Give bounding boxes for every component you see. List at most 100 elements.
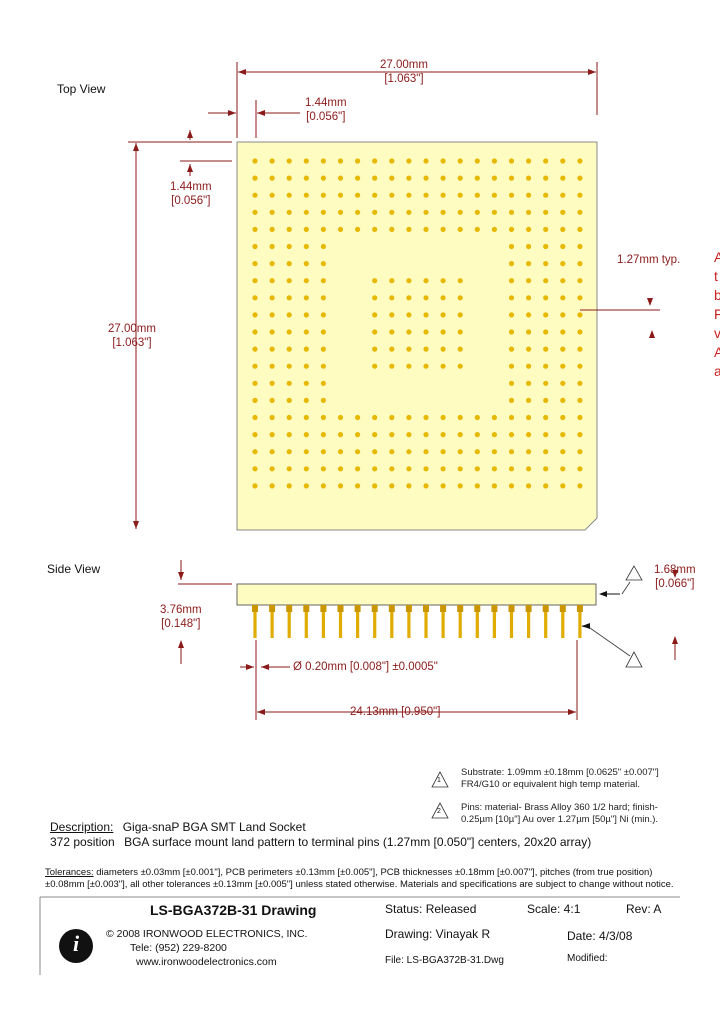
land-pad bbox=[406, 175, 412, 181]
thickness-arrow-bottom bbox=[672, 636, 678, 644]
land-pad bbox=[474, 226, 480, 232]
land-pad bbox=[423, 466, 429, 472]
land-pad bbox=[269, 295, 275, 301]
land-pad bbox=[543, 158, 549, 164]
land-pad bbox=[372, 432, 378, 438]
land-pad bbox=[423, 329, 429, 335]
land-pad bbox=[320, 483, 326, 489]
land-pad bbox=[577, 158, 583, 164]
land-pad bbox=[406, 483, 412, 489]
land-pad bbox=[269, 226, 275, 232]
phone-text: Tele: (952) 229-8200 bbox=[130, 942, 227, 954]
land-pad bbox=[303, 226, 309, 232]
land-pad bbox=[406, 363, 412, 369]
land-pad bbox=[303, 346, 309, 352]
land-pad bbox=[491, 226, 497, 232]
land-pad bbox=[491, 209, 497, 215]
width-mm: 27.00mm bbox=[380, 59, 428, 71]
land-pad bbox=[286, 466, 292, 472]
thickness-mm: 1.68mm bbox=[654, 564, 696, 576]
tolerances-line2: ±0.08mm [±0.003"], all other tolerances … bbox=[45, 879, 674, 890]
land-pad bbox=[286, 243, 292, 250]
land-pad bbox=[389, 295, 395, 301]
margin-letter: F bbox=[714, 306, 720, 322]
land-pad bbox=[508, 312, 515, 318]
land-pad bbox=[303, 209, 309, 215]
land-pad bbox=[303, 414, 309, 421]
modified-text: Modified: bbox=[567, 953, 608, 964]
land-pad bbox=[508, 192, 515, 198]
land-pad bbox=[269, 243, 275, 250]
pin-head bbox=[371, 605, 378, 612]
land-pad bbox=[508, 380, 515, 386]
land-pad bbox=[577, 226, 583, 232]
website-link[interactable]: www.ironwoodelectronics.com bbox=[136, 956, 277, 968]
land-pad bbox=[423, 363, 429, 369]
land-pad bbox=[286, 483, 292, 489]
land-pad bbox=[560, 346, 566, 352]
land-pad bbox=[269, 380, 275, 386]
right-margin-text: A t b F v A a bbox=[714, 248, 720, 381]
tolerances-line1: diameters ±0.03mm [±0.001"], PCB perimet… bbox=[96, 867, 653, 878]
copyright-text: © 2008 IRONWOOD ELECTRONICS, INC. bbox=[106, 928, 308, 940]
land-pad bbox=[423, 192, 429, 198]
land-pad bbox=[474, 158, 480, 164]
land-pad bbox=[440, 209, 446, 215]
land-pad bbox=[320, 226, 326, 232]
land-pad bbox=[303, 466, 309, 472]
land-pad bbox=[286, 312, 292, 318]
land-pad bbox=[474, 414, 480, 421]
land-pad bbox=[372, 312, 378, 318]
land-pad bbox=[337, 483, 344, 489]
pin-head bbox=[423, 605, 429, 612]
terminal-pin bbox=[356, 612, 360, 638]
land-pad bbox=[543, 243, 549, 250]
land-pad bbox=[269, 346, 275, 352]
land-pad bbox=[303, 329, 309, 335]
land-pad bbox=[491, 449, 497, 455]
land-pad bbox=[389, 449, 395, 455]
land-pad bbox=[457, 363, 463, 369]
land-pad bbox=[423, 346, 429, 352]
height-arrow-bottom bbox=[133, 521, 139, 529]
land-pad bbox=[577, 397, 583, 403]
pad-grid bbox=[252, 158, 583, 489]
land-pad bbox=[389, 278, 395, 284]
land-pad bbox=[372, 175, 378, 181]
land-pad bbox=[457, 312, 463, 318]
land-pad bbox=[286, 226, 292, 232]
land-pad bbox=[491, 192, 497, 198]
land-pad bbox=[577, 278, 583, 284]
land-pad bbox=[577, 295, 583, 301]
note2-marker: 2 bbox=[437, 808, 441, 815]
land-pad bbox=[286, 414, 292, 421]
land-pad bbox=[286, 158, 292, 164]
land-pad bbox=[543, 346, 549, 352]
land-pad bbox=[474, 483, 480, 489]
land-pad bbox=[440, 449, 446, 455]
land-pad bbox=[423, 158, 429, 164]
land-pad bbox=[337, 192, 344, 198]
edge-x-mm: 1.44mm bbox=[305, 97, 347, 109]
terminal-pin bbox=[424, 612, 428, 638]
land-pad bbox=[560, 466, 566, 472]
land-pad bbox=[372, 363, 378, 369]
land-pad bbox=[526, 158, 532, 164]
land-pad bbox=[440, 483, 446, 489]
margin-letter: v bbox=[714, 325, 720, 341]
land-pad bbox=[440, 414, 446, 421]
land-pad bbox=[577, 312, 583, 318]
land-pad bbox=[560, 226, 566, 232]
land-pad bbox=[508, 346, 515, 352]
land-pad bbox=[423, 175, 429, 181]
land-pad bbox=[440, 363, 446, 369]
land-pad bbox=[303, 380, 309, 386]
land-pad bbox=[577, 261, 583, 267]
note1-line2: FR4/G10 or equivalent high temp material… bbox=[461, 779, 641, 790]
land-pad bbox=[440, 192, 446, 198]
land-pad bbox=[303, 261, 309, 267]
land-pad bbox=[543, 397, 549, 403]
terminal-pin bbox=[321, 612, 325, 638]
land-pad bbox=[269, 278, 275, 284]
land-pad bbox=[474, 209, 480, 215]
